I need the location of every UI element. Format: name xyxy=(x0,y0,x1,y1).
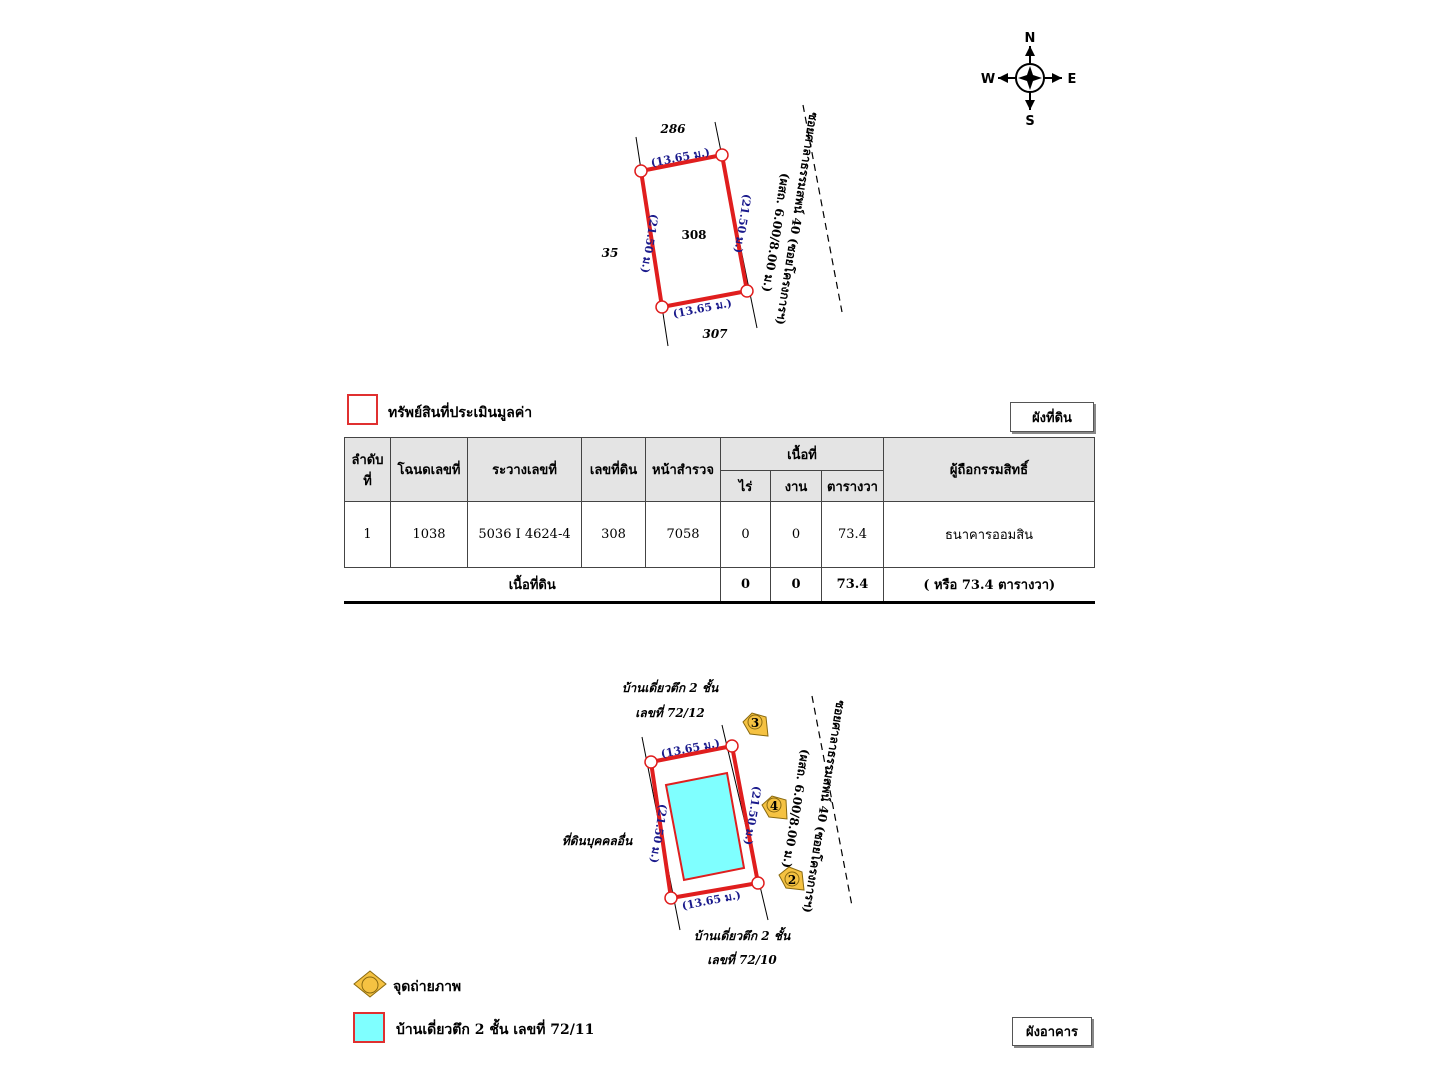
total-label: เนื้อที่ดิน xyxy=(344,567,721,602)
total-rai: 0 xyxy=(720,567,771,602)
cell-seq: 1 xyxy=(344,501,391,568)
compass-n: N xyxy=(1025,31,1036,46)
building-plan-map: (13.65 ม.) (13.65 ม.) (21.50 ม.) (21.50 … xyxy=(562,679,853,967)
house-legend-label: บ้านเดี่ยวตึก 2 ชั้น เลขที่ 72/11 xyxy=(396,1022,595,1038)
cell-land-no: 308 xyxy=(581,501,646,568)
header-survey: หน้าสำรวจ xyxy=(645,437,721,502)
house-footprint xyxy=(664,771,746,882)
south-house-no: เลขที่ 72/10 xyxy=(707,951,777,967)
west-neighbor: 35 xyxy=(602,246,619,260)
camera-legend-icon xyxy=(353,970,387,998)
north-neighbor: 286 xyxy=(659,122,686,136)
asset-legend-swatch xyxy=(347,394,378,425)
top-dimension-2: (13.65 ม.) xyxy=(660,736,721,760)
header-parcel: ระวางเลขที่ xyxy=(467,437,582,502)
road-name-2: ซอยศาลาธรรมสพน์ 40 (ซอยโครงการฯ) xyxy=(800,699,848,914)
north-house-no: เลขที่ 72/12 xyxy=(635,704,705,720)
cell-ngan: 0 xyxy=(770,501,822,568)
cell-deed: 1038 xyxy=(390,501,468,568)
cell-rai: 0 xyxy=(720,501,771,568)
header-deed: โฉนดเลขที่ xyxy=(390,437,468,502)
header-wa: ตารางวา xyxy=(821,470,884,502)
south-neighbor: 307 xyxy=(702,327,728,341)
cell-survey: 7058 xyxy=(645,501,721,568)
compass-e: E xyxy=(1068,72,1077,87)
land-plot-map: 308 286 35 307 (13.65 ม.) (13.65 ม.) (21… xyxy=(602,104,843,347)
total-wa: 73.4 xyxy=(821,567,884,602)
table-row: 1 1038 5036 I 4624-4 308 7058 0 0 73.4 ธ… xyxy=(344,501,1095,568)
header-seq2: ที่ xyxy=(363,473,372,489)
photo-point-label: จุดถ่ายภาพ xyxy=(393,979,462,995)
top-dimension: (13.65 ม.) xyxy=(650,145,711,169)
total-ngan: 0 xyxy=(770,567,822,602)
header-owner: ผู้ถือกรรมสิทธิ์ xyxy=(883,437,1095,502)
header-land-no: เลขที่ดิน xyxy=(581,437,646,502)
marker-label: 2 xyxy=(788,873,796,887)
marker-label: 4 xyxy=(770,799,778,813)
camera-marker-icon: 3 xyxy=(742,712,769,737)
south-house-label: บ้านเดี่ยวตึก 2 ชั้น xyxy=(694,927,791,943)
cell-parcel: 5036 I 4624-4 xyxy=(467,501,582,568)
compass-rose-icon: N S W E xyxy=(981,31,1077,128)
compass-w: W xyxy=(981,72,995,87)
building-plan-button[interactable]: ผังอาคาร xyxy=(1012,1017,1092,1046)
total-row: เนื้อที่ดิน 0 0 73.4 ( หรือ 73.4 ตารางวา… xyxy=(344,567,1095,602)
land-plan-button[interactable]: ผังที่ดิน xyxy=(1010,402,1094,432)
header-seq: ลำดับ xyxy=(351,452,384,468)
camera-marker-icon: 4 xyxy=(761,795,788,820)
header-ngan: งาน xyxy=(770,470,822,502)
cell-wa: 73.4 xyxy=(821,501,884,568)
asset-legend-label: ทรัพย์สินที่ประเมินมูลค่า xyxy=(388,405,533,421)
west-land-label: ที่ดินบุคคลอื่น xyxy=(562,832,633,849)
plot-number: 308 xyxy=(681,228,706,242)
north-house-label: บ้านเดี่ยวตึก 2 ชั้น xyxy=(622,679,719,695)
camera-marker-icon: 2 xyxy=(778,866,805,891)
house-legend-swatch xyxy=(353,1012,385,1043)
compass-s: S xyxy=(1025,114,1034,128)
total-note: ( หรือ 73.4 ตารางวา) xyxy=(883,567,1095,602)
cell-owner: ธนาคารออมสิน xyxy=(883,501,1095,568)
land-table: ลำดับที่ โฉนดเลขที่ ระวางเลขที่ เลขที่ดิ… xyxy=(344,437,1095,602)
table-bottom-rule xyxy=(344,601,1095,604)
header-area: เนื้อที่ xyxy=(720,437,884,471)
marker-label: 3 xyxy=(751,716,759,730)
header-rai: ไร่ xyxy=(720,470,771,502)
